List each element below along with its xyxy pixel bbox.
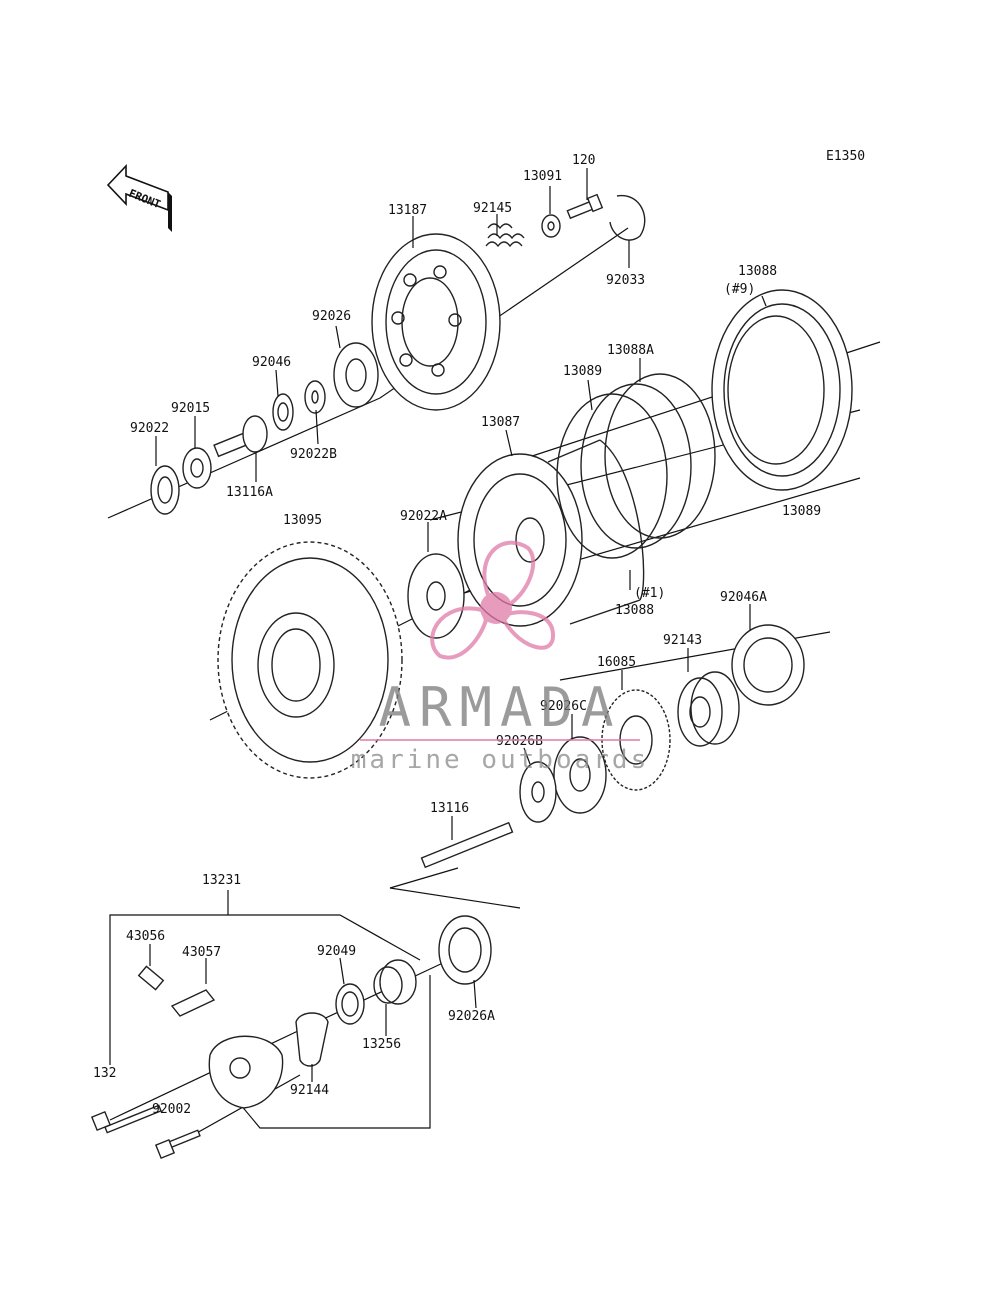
part-43057-cap — [170, 989, 216, 1017]
part-92022B-washer — [304, 380, 326, 414]
part-120-bolt — [566, 193, 604, 220]
label-13187: 13187 — [388, 203, 427, 218]
part-92026B-washer — [519, 761, 557, 823]
propeller-logo-icon — [430, 540, 556, 660]
watermark-brand: ARMADA — [378, 676, 621, 739]
part-labels: 13187 92145 13091 120 92033 13088 (#9) 9… — [93, 153, 821, 1117]
part-92026-collar — [333, 342, 379, 408]
part-92143-sleeve — [677, 671, 740, 747]
armada-watermark: ARMADA marine outboards — [351, 540, 649, 775]
part-13091-seat — [541, 214, 561, 238]
label-92144: 92144 — [290, 1083, 329, 1098]
label-132: 132 — [93, 1066, 116, 1081]
part-43056-bleeder — [137, 965, 165, 991]
part-13256-piston — [373, 959, 417, 1005]
label-13256: 13256 — [362, 1037, 401, 1052]
label-92143: 92143 — [663, 633, 702, 648]
label-13089-right: 13089 — [782, 504, 821, 519]
label-13091: 13091 — [523, 169, 562, 184]
part-92022-bearing — [150, 465, 180, 515]
label-92026B: 92026B — [496, 734, 543, 749]
label-92026A: 92026A — [448, 1009, 495, 1024]
part-92026C-collar — [553, 736, 607, 814]
part-92145-spring — [485, 223, 525, 248]
label-leaders — [149, 168, 767, 1082]
label-13116: 13116 — [430, 801, 469, 816]
part-92046A-bearing — [731, 624, 805, 706]
label-13088-mid: 13088 — [615, 603, 654, 618]
label-92049: 92049 — [317, 944, 356, 959]
part-13187-plate — [371, 233, 501, 411]
part-132-bolt — [90, 1104, 162, 1134]
part-13116A-pusher — [213, 415, 268, 458]
watermark-tagline: marine outboards — [351, 745, 649, 775]
part-13089-plates — [556, 373, 716, 559]
part-92144-boot — [295, 1012, 329, 1067]
label-92026C: 92026C — [540, 699, 587, 714]
diagram-code: E1350 — [826, 149, 865, 164]
part-92002-bolt — [154, 1129, 201, 1160]
part-13088-friction-plate — [711, 289, 853, 491]
label-13088-top: 13088 — [738, 264, 777, 279]
label-13116A: 13116A — [226, 485, 273, 500]
part-92022A-washer — [407, 553, 465, 639]
label-92022B: 92022B — [290, 447, 337, 462]
label-13095: 13095 — [283, 513, 322, 528]
label-plate-count-1: (#1) — [634, 586, 665, 601]
label-43057: 43057 — [182, 945, 221, 960]
label-92015: 92015 — [171, 401, 210, 416]
label-plate-count-9: (#9) — [724, 282, 755, 297]
part-13095-housing — [217, 541, 403, 779]
part-92049-seal — [335, 983, 365, 1025]
label-43056: 43056 — [126, 929, 165, 944]
label-13087: 13087 — [481, 415, 520, 430]
label-13089-top: 13089 — [563, 364, 602, 379]
part-13116-rod — [420, 821, 514, 869]
label-120: 120 — [572, 153, 595, 168]
part-92046-bearing — [272, 393, 294, 431]
label-92046: 92046 — [252, 355, 291, 370]
part-92026A-gasket — [438, 915, 492, 985]
label-92145: 92145 — [473, 201, 512, 216]
label-16085: 16085 — [597, 655, 636, 670]
label-92033: 92033 — [606, 273, 645, 288]
label-92002: 92002 — [152, 1102, 191, 1117]
front-arrow-icon: FRONT — [106, 163, 172, 232]
label-92026: 92026 — [312, 309, 351, 324]
part-13087-hub — [457, 439, 645, 627]
label-92046A: 92046A — [720, 590, 767, 605]
label-13231: 13231 — [202, 873, 241, 888]
label-13088A: 13088A — [607, 343, 654, 358]
label-92022A: 92022A — [400, 509, 447, 524]
label-92022: 92022 — [130, 421, 169, 436]
part-92033-circlip — [609, 195, 646, 241]
part-13231-cylinder — [208, 1035, 284, 1109]
part-92015-nut — [182, 447, 212, 489]
